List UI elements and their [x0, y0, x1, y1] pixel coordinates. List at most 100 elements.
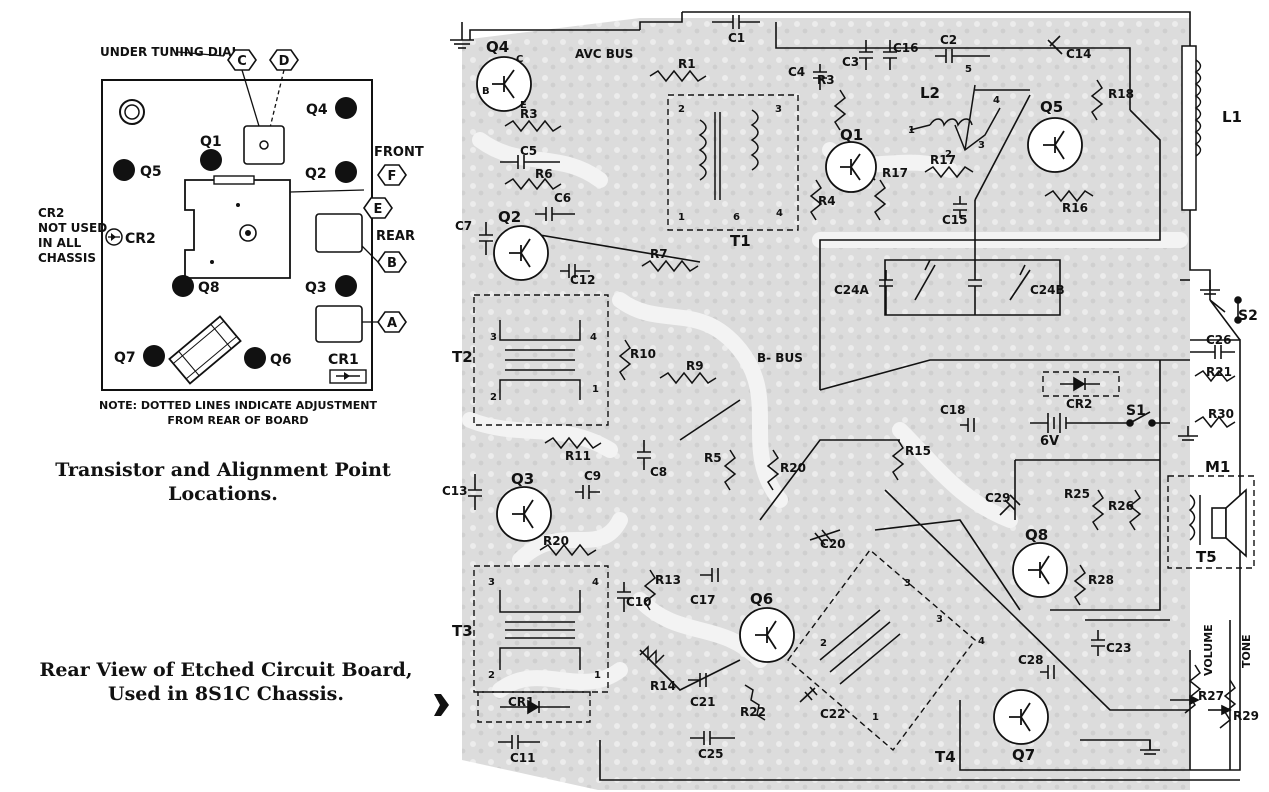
- svg-text:Q4: Q4: [306, 102, 328, 118]
- label-r26: R26: [1108, 499, 1134, 513]
- svg-text:D: D: [279, 54, 290, 69]
- svg-text:4: 4: [590, 332, 597, 343]
- transistor-dot-q7: Q7: [114, 345, 165, 367]
- label-r25: R25: [1064, 487, 1090, 501]
- label-r10: R10: [630, 347, 656, 361]
- cr1-diode-mark: CR1: [328, 352, 367, 384]
- label-l1: L1: [1222, 108, 1242, 126]
- label-s1: S1: [1126, 403, 1146, 419]
- svg-text:E: E: [520, 100, 527, 111]
- label-r4: R4: [818, 194, 836, 208]
- note-line-2: FROM REAR OF BOARD: [167, 414, 308, 427]
- label-c24b: C24B: [1030, 283, 1065, 297]
- slug-a: [315, 305, 363, 343]
- switch-s1: [1100, 411, 1170, 427]
- label-c20: C20: [820, 537, 846, 551]
- alignment-diagram: UNDER TUNING DIAL C D FRONT F E REAR B: [38, 45, 424, 427]
- label-c1: C1: [728, 31, 745, 45]
- label-c9: C9: [584, 469, 601, 483]
- label-r13: R13: [655, 573, 681, 587]
- svg-text:3: 3: [490, 332, 497, 343]
- label-r14: R14: [650, 679, 676, 693]
- alignment-point-c: C: [227, 49, 257, 71]
- svg-text:Q6: Q6: [270, 352, 292, 368]
- label-q7: Q7: [1012, 746, 1035, 764]
- label-m1: M1: [1205, 458, 1230, 476]
- label-r6: R6: [535, 167, 553, 181]
- battery-6v: [1030, 413, 1100, 433]
- t1-enclosure: [667, 94, 799, 231]
- label-cr1: CR1: [508, 695, 534, 709]
- alignment-point-d: D: [269, 49, 299, 71]
- svg-text:IN ALL: IN ALL: [38, 236, 82, 250]
- t-component-outline: [168, 315, 242, 385]
- slug-b: [315, 213, 363, 253]
- speaker-icon: [1211, 488, 1247, 558]
- label-c10: C10: [626, 595, 652, 609]
- label-c28: C28: [1018, 653, 1044, 667]
- label-r21: R21: [1206, 365, 1232, 379]
- t4-enclosure: [787, 548, 976, 752]
- svg-text:1: 1: [872, 712, 879, 723]
- svg-text:3: 3: [904, 578, 911, 589]
- svg-text:Q8: Q8: [198, 280, 220, 296]
- svg-text:C: C: [237, 54, 247, 69]
- label-c17: C17: [690, 593, 716, 607]
- note-line-1: NOTE: DOTTED LINES INDICATE ADJUSTMENT: [99, 399, 377, 412]
- label-c16: C16: [893, 41, 919, 55]
- label-c11: C11: [510, 751, 536, 765]
- front-label: FRONT: [374, 145, 424, 160]
- svg-text:4: 4: [978, 636, 985, 647]
- label-q8: Q8: [1025, 526, 1048, 544]
- label-q6: Q6: [750, 590, 773, 608]
- etched-board: [450, 11, 1255, 790]
- svg-text:4: 4: [592, 577, 599, 588]
- label-r17: R17: [930, 153, 956, 167]
- label-r20: R20: [780, 461, 806, 475]
- under-tuning-dial-label: UNDER TUNING DIAL: [100, 45, 240, 59]
- label-r3b: R3: [817, 73, 835, 87]
- svg-text:B: B: [387, 256, 397, 271]
- label-volume: VOLUME: [1202, 624, 1215, 676]
- label-r27: R27: [1198, 689, 1224, 703]
- alignment-caption: Transistor and Alignment Point Locations…: [55, 459, 391, 505]
- label-r5: R5: [704, 451, 722, 465]
- svg-text:3: 3: [936, 614, 943, 625]
- label-c29: C29: [985, 491, 1011, 505]
- antenna-coil-l1: [1181, 45, 1202, 211]
- svg-text:2: 2: [945, 149, 952, 160]
- label-q1: Q1: [840, 126, 863, 144]
- svg-text:2: 2: [488, 670, 495, 681]
- switch-s2: [1209, 296, 1242, 324]
- label-r22: R22: [740, 705, 766, 719]
- svg-text:B: B: [482, 86, 490, 97]
- svg-text:Q7: Q7: [114, 350, 136, 366]
- rear-label: REAR: [376, 229, 415, 244]
- label-c25: C25: [698, 747, 724, 761]
- pointer-arrow-icon: [434, 694, 449, 716]
- svg-text:Q5: Q5: [140, 164, 162, 180]
- label-c22: C22: [820, 707, 846, 721]
- svg-text:F: F: [388, 169, 397, 184]
- label-c26: C26: [1206, 333, 1232, 347]
- svg-text:1: 1: [908, 125, 915, 136]
- label-r15: R15: [905, 444, 931, 458]
- svg-text:E: E: [374, 202, 383, 217]
- label-c4: C4: [788, 65, 805, 79]
- transistor-dot-q6: Q6: [244, 347, 292, 369]
- alignment-point-b: B: [377, 251, 407, 273]
- label-r7: R7: [650, 247, 668, 261]
- label-r16: R16: [1062, 201, 1088, 215]
- alignment-point-e: E: [363, 197, 393, 219]
- label-r30: R30: [1208, 407, 1234, 421]
- rear-view-caption: Rear View of Etched Circuit Board, Used …: [39, 659, 413, 705]
- label-c8: C8: [650, 465, 667, 479]
- label-r20b: R20: [543, 534, 569, 548]
- svg-text:Q3: Q3: [305, 280, 327, 296]
- svg-text:Q1: Q1: [200, 134, 222, 150]
- b-bus-label: B- BUS: [757, 351, 803, 365]
- alignment-point-f: F: [377, 164, 407, 186]
- label-t4: T4: [935, 748, 956, 766]
- label-q4: Q4: [486, 38, 509, 56]
